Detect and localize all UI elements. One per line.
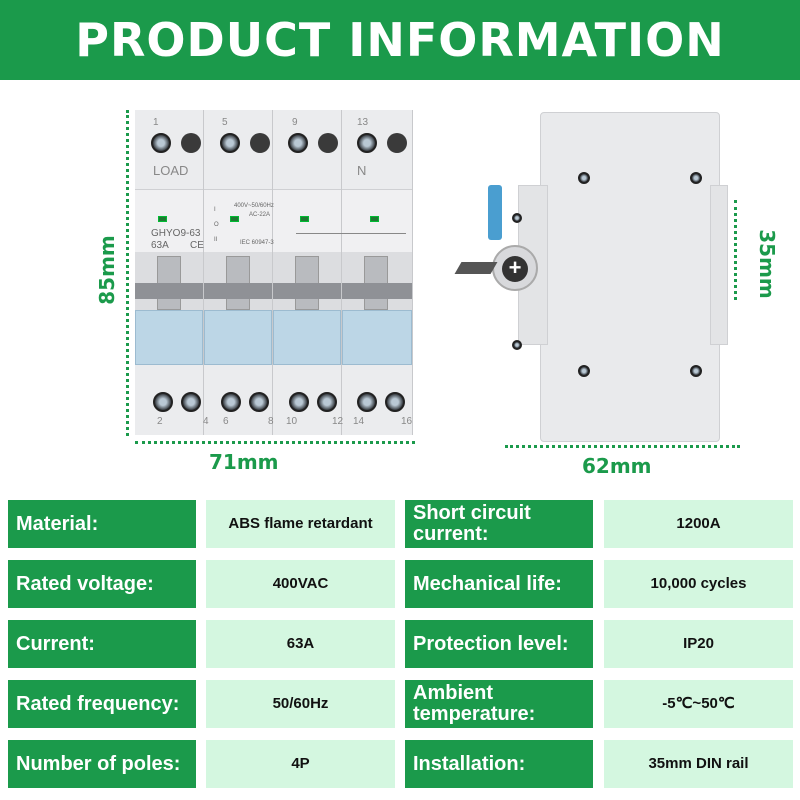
pole-4 — [342, 110, 413, 435]
screw-icon — [385, 392, 405, 412]
neutral-label: N — [357, 163, 367, 178]
screw-icon — [181, 392, 201, 412]
terminal-number: 5 — [222, 117, 228, 128]
terminal-number: 2 — [157, 416, 163, 427]
button-icon — [250, 133, 270, 153]
ce-mark: CE — [190, 240, 204, 251]
terminal-number: 10 — [286, 416, 298, 427]
spec-label: Material: — [8, 500, 196, 548]
terminal-number: 8 — [268, 416, 274, 427]
screw-icon — [288, 133, 308, 153]
standard-label: IEC 60947-3 — [240, 240, 274, 246]
terminal-number: 6 — [223, 416, 229, 427]
spec-label: Number of poles: — [8, 740, 196, 788]
position-label: I — [214, 207, 216, 213]
button-icon — [318, 133, 338, 153]
category-label: AC-22A — [249, 212, 271, 218]
terminal-number: 16 — [401, 416, 413, 427]
terminal-number: 12 — [332, 416, 344, 427]
terminal-number: 13 — [357, 117, 369, 128]
indicator-led — [230, 216, 239, 222]
spec-value: 10,000 cycles — [604, 560, 793, 608]
rivet-icon — [690, 172, 702, 184]
spec-label: Rated voltage: — [8, 560, 196, 608]
plus-icon: + — [502, 256, 528, 282]
pole-3 — [273, 110, 342, 435]
button-icon — [181, 133, 201, 153]
screw-icon — [249, 392, 269, 412]
position-label: II — [214, 237, 218, 243]
spec-value: 4P — [206, 740, 395, 788]
rivet-icon — [578, 365, 590, 377]
screw-icon — [357, 392, 377, 412]
handle-lever — [454, 262, 498, 274]
terminal-number: 14 — [353, 416, 365, 427]
rivet-icon — [578, 172, 590, 184]
spec-value: 50/60Hz — [206, 680, 395, 728]
depth-dimension-line — [505, 445, 740, 448]
wiring-diagram — [296, 233, 406, 234]
terminal-number: 1 — [153, 117, 159, 128]
spec-label: Mechanical life: — [405, 560, 593, 608]
spec-value: 400VAC — [206, 560, 395, 608]
screw-icon — [289, 392, 309, 412]
spec-value: 35mm DIN rail — [604, 740, 793, 788]
load-label: LOAD — [153, 163, 189, 178]
screw-icon — [221, 392, 241, 412]
spec-label: Protection level: — [405, 620, 593, 668]
button-icon — [387, 133, 407, 153]
height-dimension: 85mm — [94, 235, 119, 305]
position-label: O — [214, 222, 219, 228]
screw-icon — [357, 133, 377, 153]
model-label: GHYO9-63 — [151, 228, 201, 239]
voltage-spec: 400V~50/60Hz — [234, 203, 274, 209]
screw-icon — [220, 133, 240, 153]
spec-value: 1200A — [604, 500, 793, 548]
width-dimension-line — [135, 441, 415, 444]
terminal-number: 4 — [203, 416, 209, 427]
rivet-icon — [512, 340, 522, 350]
spec-value: -5℃~50℃ — [604, 680, 793, 728]
spec-value: 63A — [206, 620, 395, 668]
spec-value: IP20 — [604, 620, 793, 668]
depth-dimension: 62mm — [582, 454, 652, 478]
spec-value: ABS flame retardant — [206, 500, 395, 548]
page-title: PRODUCT INFORMATION — [0, 0, 800, 80]
pole-2 — [204, 110, 273, 435]
spec-label: Installation: — [405, 740, 593, 788]
indicator-led — [370, 216, 379, 222]
indicator-led — [300, 216, 309, 222]
height-dimension-line — [126, 110, 129, 436]
screw-icon — [151, 133, 171, 153]
spec-label: Current: — [8, 620, 196, 668]
screw-icon — [153, 392, 173, 412]
terminal-number: 9 — [292, 117, 298, 128]
rail-dimension: 35mm — [754, 229, 779, 299]
spec-label: Rated frequency: — [8, 680, 196, 728]
rail-dimension-line — [734, 200, 737, 300]
spec-label: Ambient temperature: — [405, 680, 593, 728]
screw-icon — [317, 392, 337, 412]
rivet-icon — [512, 213, 522, 223]
rivet-icon — [690, 365, 702, 377]
din-clip — [488, 185, 502, 240]
pole-1 — [135, 110, 204, 435]
indicator-led — [158, 216, 167, 222]
width-dimension: 71mm — [209, 450, 279, 474]
spec-label: Short circuit current: — [405, 500, 593, 548]
rating-label: 63A — [151, 240, 169, 251]
